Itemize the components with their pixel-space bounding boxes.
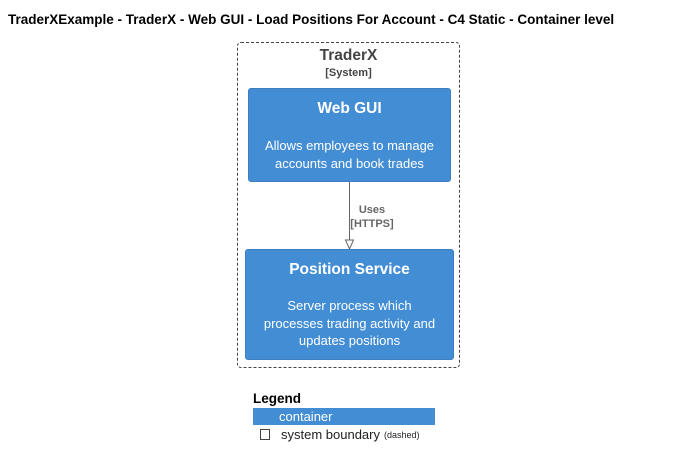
legend-title: Legend (253, 391, 302, 406)
relationship-label: Uses [HTTPS] (342, 203, 402, 231)
system-boundary-traderx: TraderX [System] (237, 42, 460, 368)
legend-item-label: system boundary (281, 427, 380, 442)
container-name: Position Service (289, 261, 410, 278)
legend-item-note: (dashed) (384, 429, 420, 440)
legend-item-label: container (279, 409, 333, 424)
arrowhead-icon (344, 239, 355, 251)
boundary-name: TraderX (319, 47, 378, 64)
legend-item-system-boundary: system boundary (dashed) (253, 426, 420, 443)
legend-item-container: container (253, 408, 435, 425)
container-description: Allows employees to manage accounts and … (264, 138, 435, 171)
container-web-gui: Web GUI Allows employees to manage accou… (248, 88, 451, 182)
diagram-title: TraderXExample - TraderX - Web GUI - Loa… (8, 12, 615, 27)
legend-swatch (260, 411, 272, 423)
relationship-label-text: Uses (358, 204, 386, 216)
legend-box-icon (260, 429, 270, 440)
container-name: Web GUI (317, 100, 382, 117)
container-position-service: Position Service Server process which pr… (245, 249, 454, 360)
relationship-technology: [HTTPS] (350, 218, 394, 230)
container-description: Server process which processes trading a… (263, 298, 436, 348)
boundary-type: [System] (325, 67, 372, 79)
